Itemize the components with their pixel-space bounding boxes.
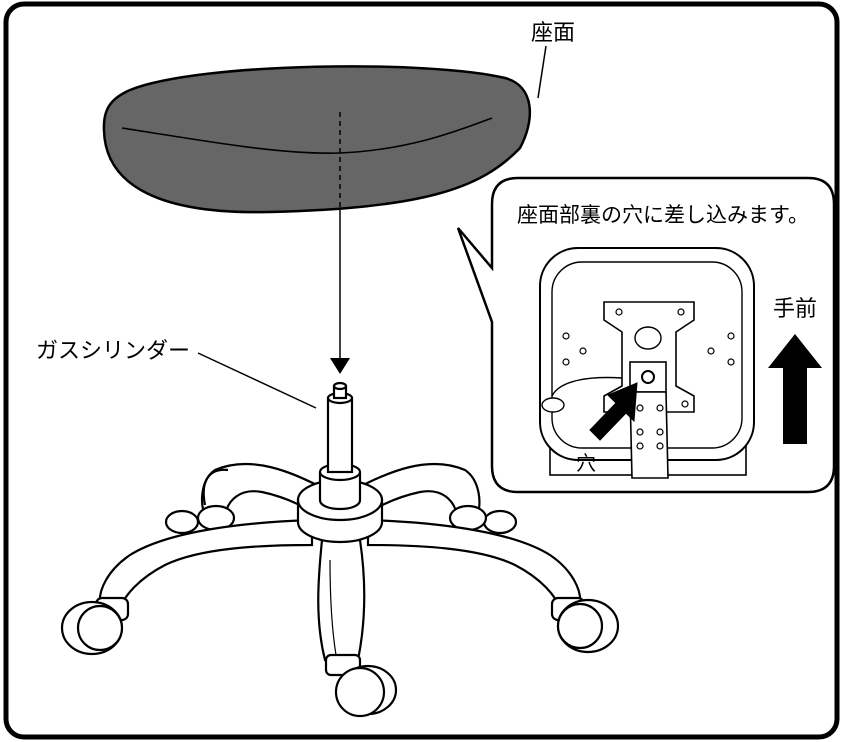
- seat-underside: [539, 247, 755, 479]
- hole-label: 穴: [576, 451, 596, 475]
- seat-label: 座面: [531, 21, 575, 46]
- gas-cylinder-label: ガスシリンダー: [36, 339, 190, 364]
- seat-leader-line: [537, 45, 547, 99]
- arrow-up-left-icon: [589, 382, 638, 441]
- chair-base: [60, 381, 620, 718]
- insert-down-arrow-icon: [330, 358, 350, 374]
- front-label: 手前: [773, 297, 817, 322]
- seat-cushion: [102, 65, 532, 214]
- arrow-up-icon: [768, 334, 822, 444]
- gas-cylinder-leader-line: [197, 352, 317, 409]
- callout-text: 座面部裏の穴に差し込みます。: [517, 203, 809, 227]
